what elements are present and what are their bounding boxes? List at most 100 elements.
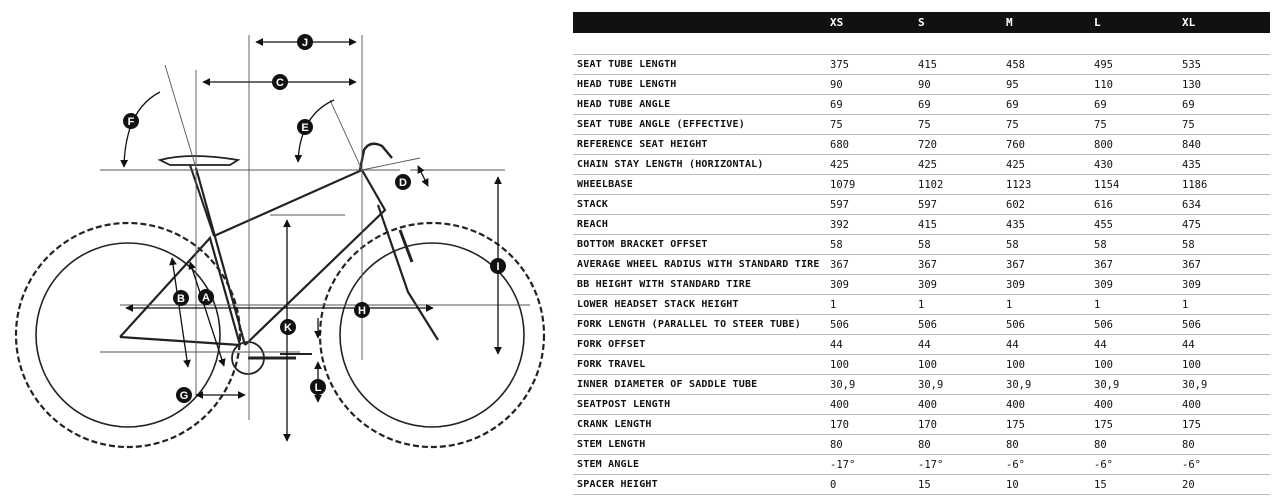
row-label: INNER DIAMETER OF SADDLE TUBE — [577, 379, 758, 390]
row-value: 506 — [918, 318, 937, 331]
svg-text:A: A — [202, 292, 210, 304]
row-value: 475 — [1182, 218, 1201, 231]
row-value: 1123 — [1006, 178, 1032, 191]
row-value: 435 — [1182, 158, 1201, 171]
front-rim — [339, 242, 525, 428]
row-value: 30,9 — [1006, 378, 1032, 391]
row-value: 44 — [1006, 338, 1019, 351]
row-value: 430 — [1094, 158, 1113, 171]
row-label: BB HEIGHT WITH STANDARD TIRE — [577, 279, 752, 290]
row-value: 175 — [1094, 418, 1113, 431]
dimension-marker-g: G — [176, 387, 192, 403]
handlebar — [358, 142, 393, 171]
row-value: 1 — [830, 298, 837, 311]
row-value: 75 — [918, 118, 931, 131]
seatpost — [189, 164, 215, 237]
row-value: 69 — [830, 98, 843, 111]
size-xs-header: XS — [830, 16, 844, 29]
svg-text:B: B — [177, 293, 185, 305]
row-value: 506 — [830, 318, 849, 331]
row-label: FORK TRAVEL — [577, 359, 646, 370]
row-value: 455 — [1094, 218, 1113, 231]
row-value: 367 — [1182, 258, 1201, 271]
row-value: 75 — [830, 118, 843, 131]
row-label: STACK — [577, 199, 609, 210]
row-value: 680 — [830, 138, 849, 151]
row-value: 20 — [1182, 478, 1195, 491]
row-value: 1 — [1182, 298, 1189, 311]
dimension-marker-i: I — [490, 258, 506, 274]
row-value: 90 — [830, 78, 843, 91]
row-value: 44 — [1094, 338, 1107, 351]
dimension-marker-e: E — [297, 119, 313, 135]
row-label: REACH — [577, 219, 609, 230]
row-label: CHAIN STAY LENGTH (HORIZONTAL) — [577, 159, 764, 170]
row-value: 69 — [1094, 98, 1107, 111]
row-value: 75 — [1094, 118, 1107, 131]
row-value: 100 — [1094, 358, 1113, 371]
row-label: LOWER HEADSET STACK HEIGHT — [577, 299, 739, 310]
dimension-marker-k: K — [280, 319, 296, 335]
row-value: 80 — [1094, 438, 1107, 451]
row-value: 506 — [1182, 318, 1201, 331]
svg-text:C: C — [276, 77, 284, 89]
row-value: 80 — [918, 438, 931, 451]
size-l-header: L — [1094, 16, 1101, 29]
row-value: -17° — [830, 458, 856, 471]
row-label: HEAD TUBE ANGLE — [577, 99, 671, 110]
row-label: FORK OFFSET — [577, 339, 646, 350]
row-value: 392 — [830, 218, 849, 231]
row-value: 95 — [1006, 78, 1019, 91]
front-tire — [318, 221, 546, 449]
row-value: -6° — [1006, 458, 1025, 471]
svg-text:F: F — [128, 116, 135, 128]
row-value: 535 — [1182, 58, 1201, 71]
row-value: 69 — [1182, 98, 1195, 111]
row-value: 309 — [1006, 278, 1025, 291]
row-value: 1079 — [830, 178, 856, 191]
row-label: CRANK LENGTH — [577, 419, 652, 430]
row-value: 100 — [1006, 358, 1025, 371]
frame — [119, 167, 387, 347]
row-value: 597 — [830, 198, 849, 211]
row-value: 415 — [918, 218, 937, 231]
row-value: 30,9 — [1094, 378, 1120, 391]
row-label: BOTTOM BRACKET OFFSET — [577, 239, 708, 250]
row-value: 309 — [1182, 278, 1201, 291]
row-value: 100 — [918, 358, 937, 371]
row-value: 90 — [918, 78, 931, 91]
row-value: 58 — [1094, 238, 1107, 251]
row-value: 458 — [1006, 58, 1025, 71]
row-label: SPACER HEIGHT — [577, 479, 658, 490]
row-value: 44 — [830, 338, 843, 351]
row-value: 425 — [830, 158, 849, 171]
row-value: 75 — [1182, 118, 1195, 131]
row-value: 170 — [918, 418, 937, 431]
row-value: 400 — [830, 398, 849, 411]
row-value: -6° — [1182, 458, 1201, 471]
row-label: FORK LENGTH (PARALLEL TO STEER TUBE) — [577, 319, 801, 330]
fork — [376, 204, 439, 341]
row-value: 15 — [1094, 478, 1107, 491]
row-value: 309 — [830, 278, 849, 291]
row-label: SEAT TUBE LENGTH — [577, 59, 677, 70]
row-value: 1 — [1006, 298, 1013, 311]
dimension-marker-d: D — [395, 174, 411, 190]
svg-text:G: G — [180, 390, 189, 402]
row-value: -17° — [918, 458, 944, 471]
row-value: 415 — [918, 58, 937, 71]
